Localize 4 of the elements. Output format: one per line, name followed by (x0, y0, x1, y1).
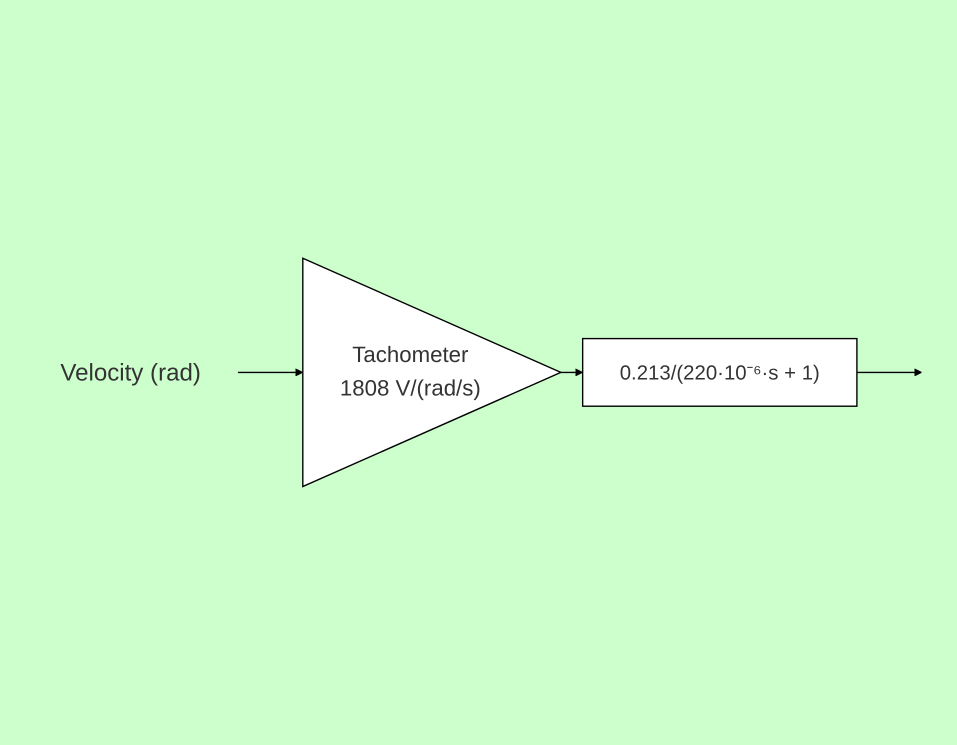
node-text: Velocity (rad) (60, 358, 200, 386)
arrow (237, 368, 303, 377)
arrow (856, 368, 922, 377)
node-box: 0.213/(220·10⁻⁶·s + 1) (581, 338, 858, 407)
